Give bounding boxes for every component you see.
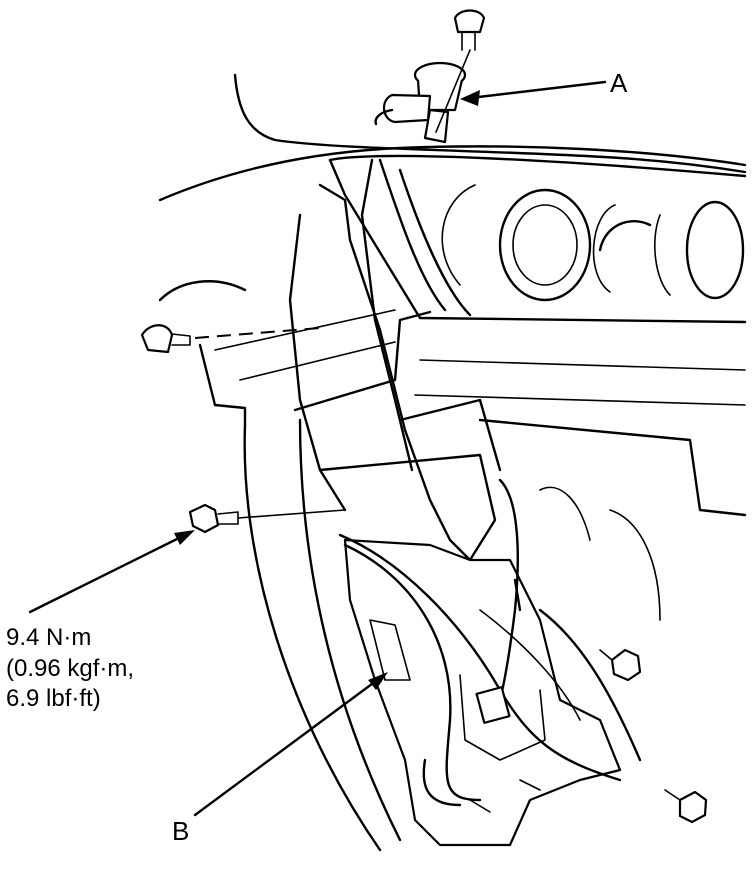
headlight-assembly: [378, 158, 745, 317]
lower-bolt: [599, 648, 642, 682]
radiator-support-bracket: [288, 183, 747, 621]
clip-alignment-line: [194, 327, 321, 339]
reservoir-mounting-bolt: [188, 503, 346, 534]
side-clip: [140, 324, 191, 354]
bottom-bolt: [664, 789, 708, 824]
callout-arrow-b: [193, 672, 388, 817]
label-b: B: [172, 816, 189, 846]
label-a: A: [610, 68, 628, 98]
vehicle-body-outline: [158, 73, 747, 324]
washer-motor: [374, 61, 467, 144]
top-clip: [435, 9, 486, 133]
wire-harness: [475, 478, 642, 762]
callout-arrow-a: [460, 80, 607, 106]
fender-liner: [158, 280, 402, 852]
torque-spec-lbfft: 6.9 lbf·ft): [6, 685, 101, 712]
torque-spec-nm: 9.4 N·m: [6, 624, 91, 651]
torque-arrow: [28, 530, 195, 614]
torque-spec-kgfm: (0.96 kgf·m,: [6, 655, 134, 682]
washer-hose: [338, 158, 622, 807]
